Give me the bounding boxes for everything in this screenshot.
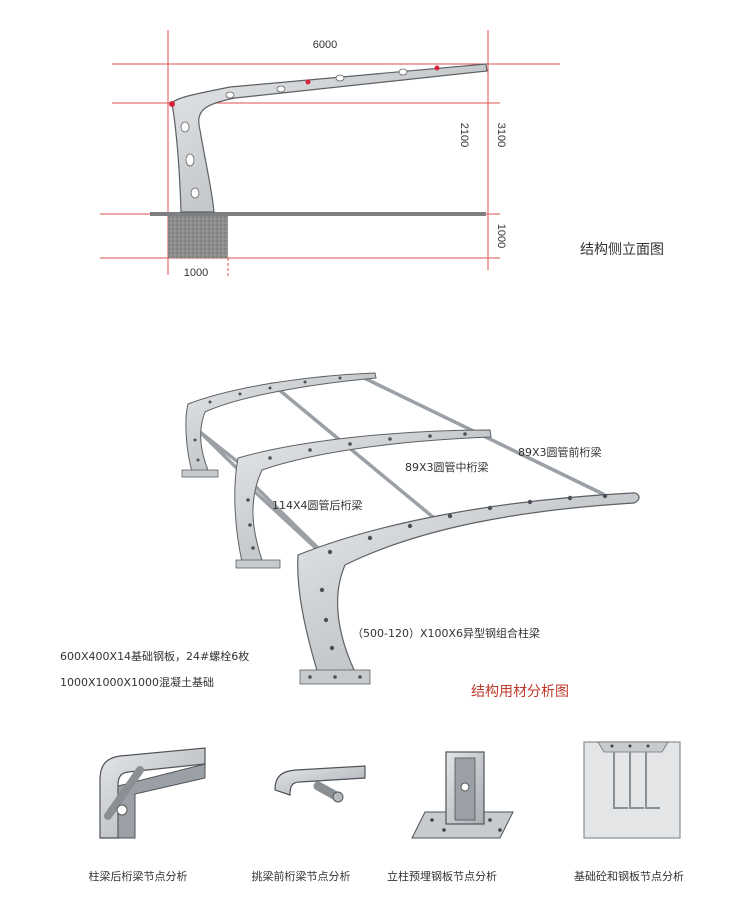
- detail-cantilever-purlin-node: [274, 765, 366, 803]
- front-purlin-label: 89X3圆管前桁梁: [518, 445, 602, 459]
- rear-purlin-label: 114X4圆管后桁梁: [272, 498, 363, 512]
- base-plate-label: 600X400X14基础钢板，24#螺栓6枚: [60, 649, 249, 663]
- frame-front: [297, 492, 640, 685]
- frame-middle: [234, 429, 492, 569]
- column-beam: [171, 63, 488, 213]
- mid-purlin-label: 89X3圆管中桁梁: [405, 460, 489, 474]
- foundation-label: 1000X1000X1000混凝土基础: [60, 675, 214, 689]
- beam-holes: [180, 68, 408, 199]
- dim-foundation-width-label: 1000: [184, 267, 208, 279]
- detail-caption-3: 立柱预埋钢板节点分析: [387, 869, 497, 883]
- dim-total-label: 3100: [495, 123, 507, 147]
- dim-width-label: 6000: [313, 39, 337, 51]
- detail-caption-2: 挑梁前桁梁节点分析: [252, 869, 351, 883]
- detail-beam-purlin-node: [99, 747, 206, 839]
- detail-caption-1: 柱梁后桁梁节点分析: [89, 869, 188, 883]
- bolt-points: [169, 65, 440, 107]
- material-analysis: 89X3圆管前桁梁 89X3圆管中桁梁 114X4圆管后桁梁 （500-120）…: [60, 372, 640, 700]
- column-beam-label: （500-120）X100X6异型钢组合柱梁: [352, 626, 540, 640]
- dim-foundation-depth-label: 1000: [495, 224, 507, 248]
- material-analysis-title: 结构用材分析图: [471, 684, 569, 700]
- side-elevation-title: 结构侧立面图: [580, 242, 664, 258]
- concrete-foundation: [168, 216, 228, 258]
- detail-column-embedded-plate-node: [411, 751, 514, 839]
- frame-bolts: [193, 376, 608, 679]
- side-elevation: 6000 2100 3100 1000 1000 结构侧立面图: [100, 30, 664, 279]
- detail-caption-4: 基础砼和钢板节点分析: [574, 869, 684, 883]
- detail-captions: 柱梁后桁梁节点分析 挑梁前桁梁节点分析 立柱预埋钢板节点分析 基础砼和钢板节点分…: [89, 869, 685, 883]
- dim-column-label: 2100: [458, 123, 470, 147]
- detail-concrete-plate-node: [583, 741, 681, 839]
- frame-back: [181, 372, 377, 478]
- ground-line: [150, 212, 486, 216]
